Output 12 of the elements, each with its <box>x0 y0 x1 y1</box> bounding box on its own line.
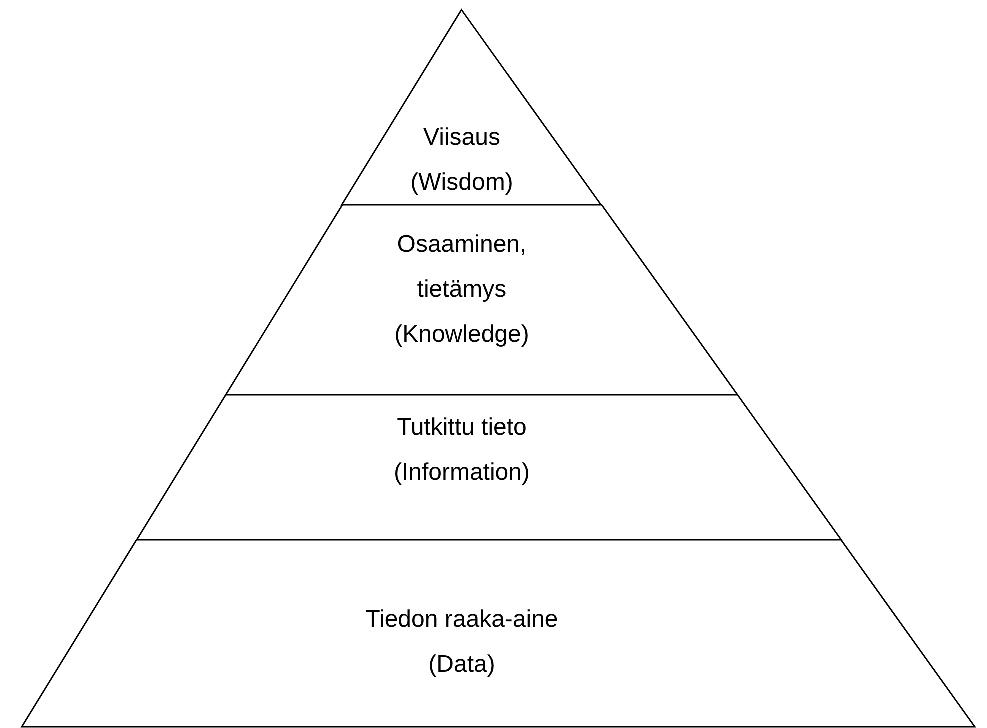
pyramid-layer <box>226 205 738 395</box>
layer-label: (Information) <box>394 458 530 488</box>
layer-label: Viisaus <box>424 123 500 153</box>
layer-label: Osaaminen, tietämys <box>396 230 528 305</box>
pyramid-layer <box>136 395 842 540</box>
layer-label: Tiedon raaka-aine <box>366 605 558 635</box>
layer-label: Tutkittu tieto <box>397 413 527 443</box>
pyramid-apex <box>342 10 602 205</box>
layer-label: (Knowledge) <box>394 320 530 350</box>
layer-label: (Data) <box>428 650 496 680</box>
layer-label: (Wisdom) <box>410 168 514 198</box>
pyramid-layer <box>22 540 975 727</box>
